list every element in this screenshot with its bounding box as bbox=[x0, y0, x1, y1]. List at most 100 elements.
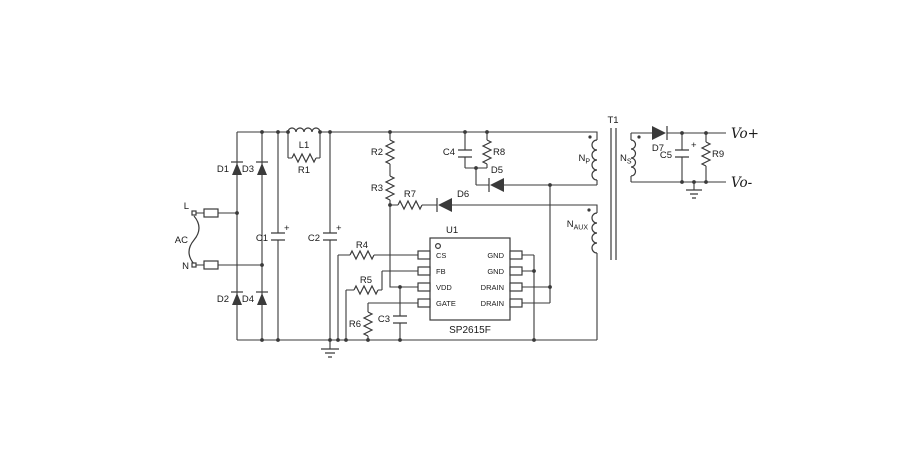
diode-body bbox=[438, 198, 452, 212]
diode-body bbox=[257, 163, 267, 175]
fuse-neutral bbox=[203, 260, 219, 270]
ground-symbol bbox=[686, 189, 702, 199]
diode-body bbox=[232, 293, 242, 305]
label-r8: R8 bbox=[493, 147, 505, 158]
ic-pin bbox=[417, 298, 431, 308]
label-line: L bbox=[184, 201, 189, 212]
label-c4: C4 bbox=[443, 147, 455, 158]
ic-pin bbox=[417, 282, 431, 292]
resistor-body bbox=[700, 141, 712, 167]
core bbox=[610, 128, 617, 260]
phase-dot bbox=[587, 208, 591, 212]
bridge-rectifier: D1 D3 D2 D4 bbox=[217, 161, 268, 305]
label-aux: NAUX bbox=[567, 219, 589, 232]
pin-gnd2: GND bbox=[487, 267, 504, 276]
ic-body bbox=[429, 237, 511, 321]
terminal bbox=[191, 210, 197, 216]
pin-gnd1: GND bbox=[487, 251, 504, 260]
pin-drain1: DRAIN bbox=[481, 283, 504, 292]
primary-winding bbox=[591, 139, 598, 181]
label-c2: C2 bbox=[308, 233, 320, 244]
cap-plates bbox=[675, 149, 689, 158]
resistor-body bbox=[397, 199, 423, 211]
diode-d6: D6 bbox=[436, 189, 469, 212]
label-vo-plus: Vo+ bbox=[731, 126, 759, 142]
capacitor-c5: C5 + bbox=[660, 140, 697, 161]
label-u1: U1 bbox=[446, 225, 458, 236]
ac-input: L AC N bbox=[175, 201, 219, 272]
resistor-r8: R8 bbox=[481, 139, 505, 165]
polarity-plus: + bbox=[336, 223, 342, 234]
transformer-t1: T1 NP NS NAUX bbox=[567, 115, 641, 260]
label-d6: D6 bbox=[457, 189, 469, 200]
resistor-body bbox=[384, 175, 396, 201]
resistor-r5: R5 bbox=[353, 275, 379, 296]
pin-vdd: VDD bbox=[436, 283, 452, 292]
label-l1: L1 bbox=[299, 140, 310, 151]
cap-plates bbox=[393, 315, 407, 324]
resistor-body bbox=[349, 249, 375, 261]
label-secondary: NS bbox=[620, 153, 632, 166]
label-vo-minus: Vo- bbox=[731, 175, 753, 191]
label-r2: R2 bbox=[371, 147, 383, 158]
cap-plates bbox=[271, 232, 285, 241]
phase-dot bbox=[637, 135, 641, 139]
label-neutral: N bbox=[182, 261, 189, 272]
pin1-marker bbox=[435, 243, 442, 250]
resistor-r7: R7 bbox=[397, 189, 423, 211]
capacitor-c1: C1 + bbox=[256, 223, 290, 244]
resistor-body bbox=[291, 152, 317, 164]
pin-gate: GATE bbox=[436, 299, 456, 308]
label-d4: D4 bbox=[242, 294, 254, 305]
ic-pin bbox=[509, 266, 523, 276]
label-c5: C5 bbox=[660, 150, 672, 161]
diode-body bbox=[232, 163, 242, 175]
ic-pin bbox=[417, 250, 431, 260]
ic-pin bbox=[509, 298, 523, 308]
ic-pin bbox=[417, 266, 431, 276]
resistor-body bbox=[362, 311, 374, 337]
diode-d2: D2 bbox=[217, 291, 243, 305]
label-d2: D2 bbox=[217, 294, 229, 305]
resistor-body bbox=[384, 139, 396, 165]
diode-d5: D5 bbox=[488, 165, 504, 192]
resistor-body bbox=[481, 139, 493, 165]
terminal bbox=[191, 262, 197, 268]
secondary-winding bbox=[630, 139, 637, 177]
fuse-line bbox=[203, 208, 219, 218]
resistor-r3: R3 bbox=[371, 175, 396, 201]
resistor-body bbox=[353, 284, 379, 296]
capacitor-c4: C4 bbox=[443, 147, 472, 158]
diode-d4: D4 bbox=[242, 291, 268, 305]
pin-fb: FB bbox=[436, 267, 446, 276]
diode-d1: D1 bbox=[217, 161, 243, 175]
label-c3: C3 bbox=[378, 314, 390, 325]
ic-pin bbox=[509, 282, 523, 292]
label-d7: D7 bbox=[652, 143, 664, 154]
aux-winding bbox=[591, 212, 598, 254]
ic-u1: CS FB VDD GATE GND GND DRAIN DRAIN U1 SP… bbox=[417, 225, 523, 336]
phase-dot bbox=[588, 135, 592, 139]
label-c1: C1 bbox=[256, 233, 268, 244]
inductor-coil bbox=[287, 127, 321, 133]
cap-plates bbox=[323, 232, 337, 241]
label-primary: NP bbox=[578, 153, 590, 166]
polarity-plus: + bbox=[284, 223, 290, 234]
label-r6: R6 bbox=[349, 319, 361, 330]
diode-body bbox=[652, 126, 666, 140]
label-t1: T1 bbox=[607, 115, 618, 126]
label-d1: D1 bbox=[217, 164, 229, 175]
capacitor-c2: C2 + bbox=[308, 223, 342, 244]
capacitor-c3: C3 bbox=[378, 314, 407, 325]
label-r1: R1 bbox=[298, 165, 310, 176]
label-r3: R3 bbox=[371, 183, 383, 194]
diode-body bbox=[257, 293, 267, 305]
diode-d7: D7 bbox=[652, 126, 668, 154]
resistor-r9: R9 bbox=[700, 141, 724, 167]
diode-d3: D3 bbox=[242, 161, 268, 175]
label-r5: R5 bbox=[360, 275, 372, 286]
pin-drain2: DRAIN bbox=[481, 299, 504, 308]
inductor-l1: L1 bbox=[287, 127, 321, 151]
